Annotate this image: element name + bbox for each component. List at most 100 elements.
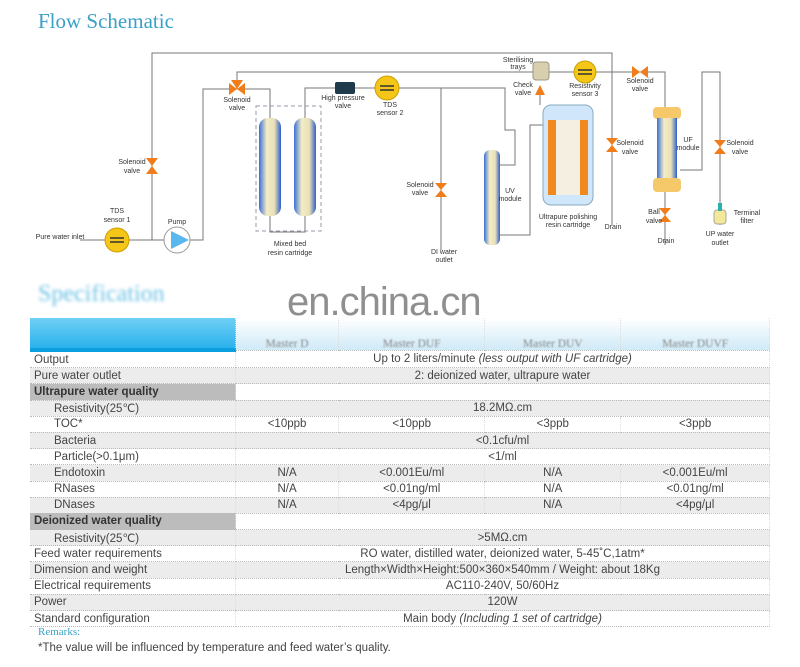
label-solenoid: Solenoid bbox=[726, 140, 753, 147]
remarks-label: Remarks: bbox=[38, 626, 81, 638]
cell-text: <1/ml bbox=[488, 450, 517, 463]
label-cartridge: resin cartridge bbox=[268, 250, 312, 257]
high-pressure-valve-icon bbox=[335, 82, 355, 94]
label-solenoid: valve bbox=[412, 190, 428, 197]
sterilising-trays-icon bbox=[532, 61, 550, 81]
cell-value: N/A bbox=[484, 481, 622, 498]
label-solenoid: Solenoid bbox=[223, 97, 250, 104]
label-solenoid: valve bbox=[229, 105, 245, 112]
table-header: Master D Master DUF Master DUV Master DU… bbox=[30, 318, 770, 352]
label-resistivity: Resistivity bbox=[569, 83, 601, 90]
column-header: Master DUV bbox=[484, 318, 622, 351]
cell-value: N/A bbox=[235, 481, 340, 498]
table-row: TOC*<10ppb<10ppb<3ppb<3ppb bbox=[30, 416, 770, 433]
cell-text: <0.1cfu/ml bbox=[475, 434, 530, 447]
row-label: Pure water outlet bbox=[30, 367, 236, 385]
label-tds2: TDS bbox=[383, 102, 397, 109]
cell-value: <10ppb bbox=[338, 416, 486, 433]
label-solenoid: Solenoid bbox=[118, 159, 145, 166]
cell-text: Up to 2 liters/minute bbox=[373, 352, 479, 365]
label-tds1: TDS bbox=[110, 208, 124, 215]
cell-text: Main body bbox=[403, 612, 460, 625]
cell-value: N/A bbox=[235, 497, 340, 514]
solenoid-valve-icons bbox=[146, 66, 726, 222]
cell-text: 18.2MΩ.cm bbox=[472, 402, 533, 415]
column-header-label: Master DUVF bbox=[662, 337, 729, 350]
label-hp-valve: valve bbox=[335, 103, 351, 110]
cell-value: Up to 2 liters/minute (less output with … bbox=[235, 350, 770, 369]
row-label: Power bbox=[30, 594, 236, 612]
cell-value: N/A bbox=[484, 497, 622, 514]
label-drain: Drain bbox=[658, 238, 675, 245]
cell-value: Main body (Including 1 set of cartridge) bbox=[235, 610, 770, 628]
label-terminal: filter bbox=[740, 218, 754, 225]
flow-schematic-diagram: Pure water inlet TDS sensor 1 Pump Solen… bbox=[36, 52, 761, 264]
label-polishing: resin cartridge bbox=[546, 222, 590, 229]
label-solenoid: valve bbox=[732, 149, 748, 156]
cell-value: Length×Width×Height:500×360×540mm / Weig… bbox=[235, 561, 770, 579]
label-drain: Drain bbox=[605, 224, 622, 231]
column-header: Master DUF bbox=[338, 318, 486, 351]
row-label: Particle(>0.1μm) bbox=[30, 448, 236, 466]
column-header-label: Master D bbox=[265, 337, 309, 350]
remarks-note: *The value will be influenced by tempera… bbox=[38, 642, 391, 654]
row-label: TOC* bbox=[30, 416, 236, 433]
cell-text: 120W bbox=[487, 596, 518, 609]
label-ball: Ball bbox=[648, 209, 660, 216]
cell-value: <3ppb bbox=[620, 416, 770, 433]
row-label: Standard configuration bbox=[30, 610, 236, 628]
cell-value: RO water, distilled water, deionized wat… bbox=[235, 545, 770, 563]
flow-schematic-title: Flow Schematic bbox=[38, 9, 174, 33]
cell-value: N/A bbox=[484, 464, 622, 482]
cell-note: (Including 1 set of cartridge) bbox=[459, 612, 602, 625]
table-row: Ultrapure water quality bbox=[30, 383, 770, 401]
row-label: Feed water requirements bbox=[30, 545, 236, 563]
label-uf: UF bbox=[683, 137, 692, 144]
label-up-outlet: UP water bbox=[706, 231, 735, 238]
label-uf: module bbox=[677, 145, 700, 152]
row-label: Resistivity(25℃) bbox=[30, 400, 236, 417]
label-solenoid: valve bbox=[632, 86, 648, 93]
label-polishing: Ultrapure polishing bbox=[539, 214, 597, 221]
cell-value: <0.001Eu/ml bbox=[620, 464, 770, 482]
uf-module-icon bbox=[653, 107, 681, 192]
row-label: Dimension and weight bbox=[30, 561, 236, 579]
tds-sensor-2-icon bbox=[374, 75, 400, 101]
terminal-filter-icon bbox=[713, 203, 727, 225]
label-tds1-b: sensor 1 bbox=[104, 217, 131, 224]
table-row: Resistivity(25℃) 18.2MΩ.cm bbox=[30, 400, 770, 417]
watermark: en.china.cn bbox=[287, 280, 482, 324]
label-pump: Pump bbox=[168, 219, 186, 226]
cell-value: <0.01ng/ml bbox=[338, 481, 486, 498]
table-row: Bacteria<0.1cfu/ml bbox=[30, 432, 770, 450]
cell-value: AC110-240V, 50/60Hz bbox=[235, 578, 770, 595]
table-row: Resistivity(25℃)>5MΩ.cm bbox=[30, 529, 770, 547]
polishing-cartridge-icon bbox=[542, 104, 594, 206]
label-resistivity: sensor 3 bbox=[572, 91, 599, 98]
cell-value bbox=[235, 383, 770, 401]
label-uv: UV bbox=[505, 188, 515, 195]
row-label: RNases bbox=[30, 481, 236, 498]
label-tds2: sensor 2 bbox=[377, 110, 404, 117]
uv-module-icon bbox=[484, 150, 500, 245]
label-di-outlet: DI water bbox=[431, 249, 458, 256]
table-row: Feed water requirements RO water, distill… bbox=[30, 545, 770, 563]
cell-text: RO water, distilled water, deionized wat… bbox=[360, 547, 645, 560]
row-label: Ultrapure water quality bbox=[30, 383, 236, 401]
spec-table: Master D Master DUF Master DUV Master DU… bbox=[30, 318, 770, 628]
cell-value: >5MΩ.cm bbox=[235, 529, 770, 547]
cell-value: 2: deionized water, ultrapure water bbox=[235, 367, 770, 385]
label-terminal: Terminal bbox=[734, 210, 761, 217]
specification-title: Specification bbox=[38, 281, 165, 307]
label-solenoid: Solenoid bbox=[616, 140, 643, 147]
cell-value: <4pg/μl bbox=[338, 497, 486, 514]
pump-icon bbox=[163, 226, 191, 254]
column-header: Master D bbox=[235, 318, 340, 351]
label-check: Check bbox=[513, 82, 533, 89]
label-solenoid: Solenoid bbox=[406, 182, 433, 189]
cell-text: Length×Width×Height:500×360×540mm / Weig… bbox=[345, 564, 660, 577]
